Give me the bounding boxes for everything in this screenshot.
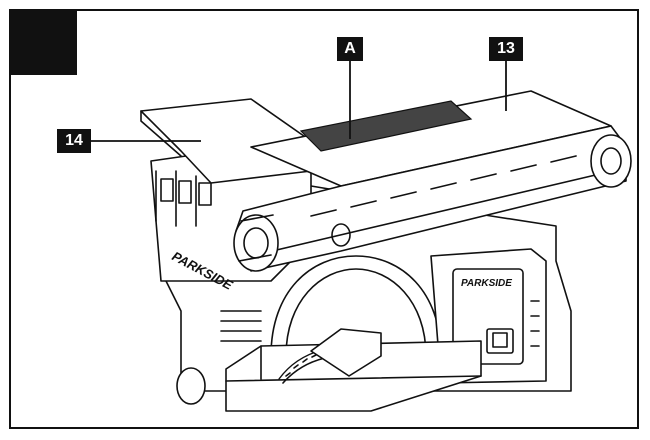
power-switch-icon — [486, 328, 514, 354]
brand-panel-text: PARKSIDE — [461, 278, 512, 289]
sanding-belt-surface — [299, 100, 473, 152]
figure-corner-block — [11, 11, 77, 75]
callout-label-13: 13 — [489, 37, 523, 61]
belt-disc-sander-drawing: PARKSIDE PARKSIDE — [91, 61, 632, 412]
callout-label-14: 14 — [57, 129, 91, 153]
figure-frame: PARKSIDE PARKSIDE A 13 14 — [9, 9, 639, 429]
callout-label-a: A — [337, 37, 363, 61]
